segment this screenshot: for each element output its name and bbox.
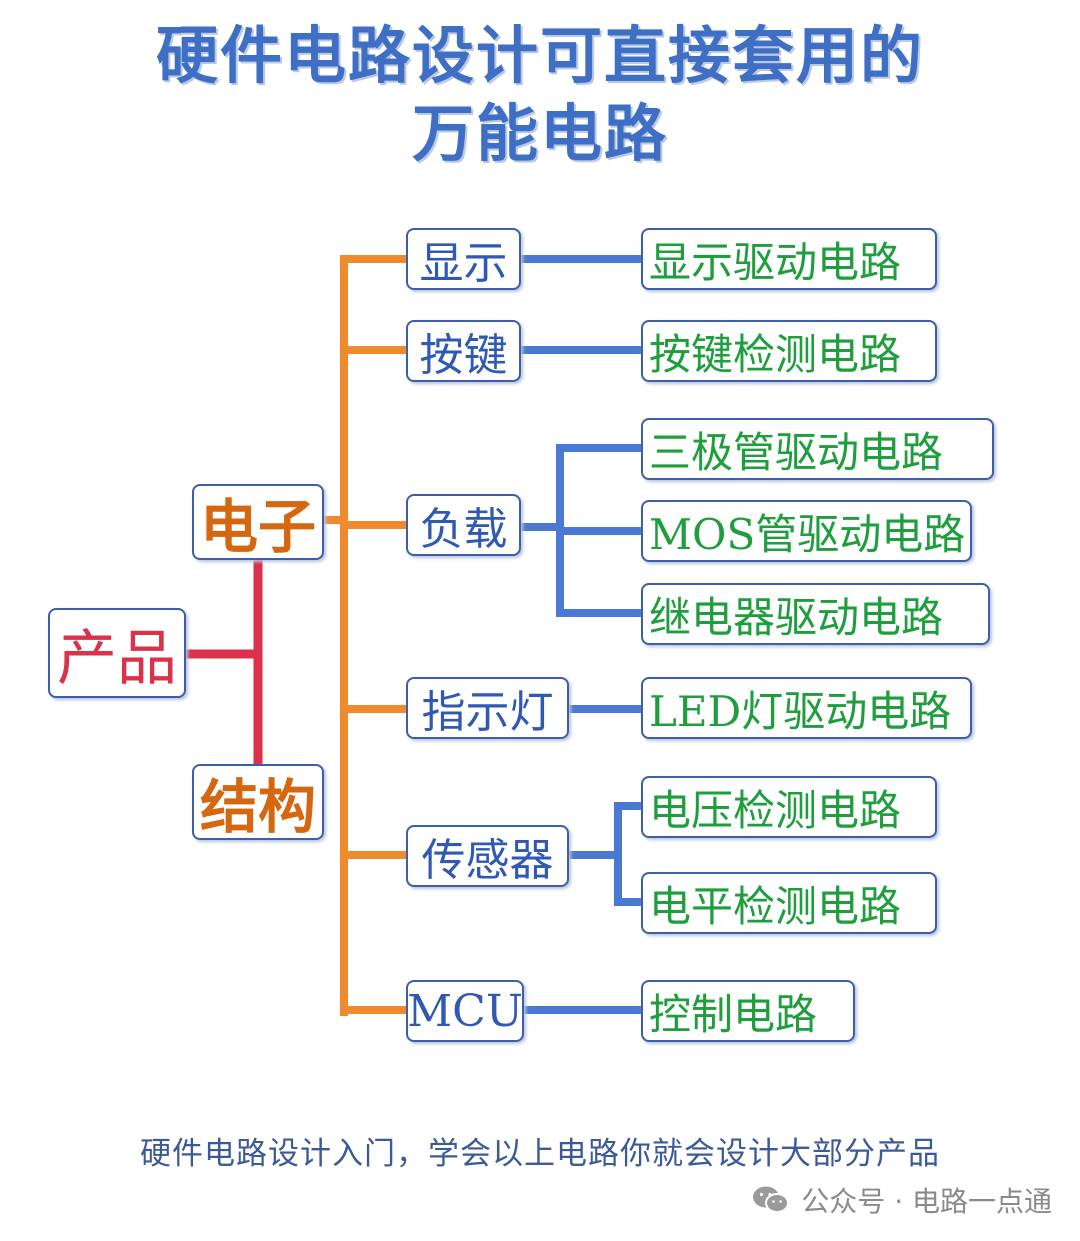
leaf-label: 电压检测电路 — [649, 785, 902, 835]
leaf-node-control: 控制电路 — [641, 980, 855, 1042]
leaf-node-led-driver: LED灯驱动电路 — [641, 677, 972, 739]
module-sensor-label: 传感器 — [421, 835, 554, 886]
title-line-2: 万能电路 — [411, 97, 668, 170]
leaf-label: LED灯驱动电路 — [649, 686, 952, 736]
leaf-node-mos-driver: MOS管驱动电路 — [641, 500, 972, 562]
category-node-structure: 结构 — [192, 764, 324, 840]
leaf-node-display-driver: 显示驱动电路 — [641, 228, 937, 290]
title-line-1: 硬件电路设计可直接套用的 — [155, 19, 924, 92]
leaf-label: MOS管驱动电路 — [649, 509, 966, 559]
watermark-text: 公众号 · 电路一点通 — [801, 1185, 1052, 1218]
leaf-node-transistor-driver: 三极管驱动电路 — [641, 418, 994, 480]
module-indicator-label: 指示灯 — [421, 687, 554, 738]
leaf-label: 显示驱动电路 — [649, 237, 902, 287]
root-node-product: 产品 — [48, 608, 186, 698]
root-node-label: 产品 — [57, 623, 177, 694]
module-button-label: 按键 — [419, 330, 508, 381]
leaf-label: 按键检测电路 — [649, 329, 902, 379]
module-connectors — [517, 255, 645, 1014]
leaf-label: 控制电路 — [649, 989, 818, 1039]
module-node-load: 负载 — [406, 494, 521, 556]
watermark: 公众号 · 电路一点通 — [751, 1180, 1052, 1220]
category-electronic-label: 电子 — [199, 493, 316, 560]
category-structure-label: 结构 — [199, 773, 316, 840]
module-node-display: 显示 — [406, 228, 521, 290]
module-load-label: 负载 — [419, 504, 508, 555]
leaf-label: 三极管驱动电路 — [649, 427, 944, 477]
root-connectors — [181, 557, 263, 767]
wechat-icon — [753, 1186, 790, 1213]
module-node-mcu: MCU — [406, 980, 524, 1042]
module-node-indicator: 指示灯 — [406, 677, 569, 739]
module-node-sensor: 传感器 — [406, 825, 569, 887]
module-node-button: 按键 — [406, 320, 521, 382]
leaf-node-voltage-detect: 电压检测电路 — [641, 776, 937, 838]
category-node-electronic: 电子 — [192, 484, 324, 560]
leaf-node-relay-driver: 继电器驱动电路 — [641, 583, 990, 645]
leaf-label: 电平检测电路 — [649, 881, 902, 931]
leaf-node-button-detect: 按键检测电路 — [641, 320, 937, 382]
leaf-node-level-detect: 电平检测电路 — [641, 872, 937, 934]
electronic-connectors — [320, 255, 410, 1016]
module-mcu-label: MCU — [407, 985, 523, 1037]
leaf-label: 继电器驱动电路 — [649, 592, 944, 642]
module-display-label: 显示 — [419, 238, 508, 289]
footer-caption: 硬件电路设计入门，学会以上电路你就会设计大部分产品 — [140, 1136, 940, 1172]
